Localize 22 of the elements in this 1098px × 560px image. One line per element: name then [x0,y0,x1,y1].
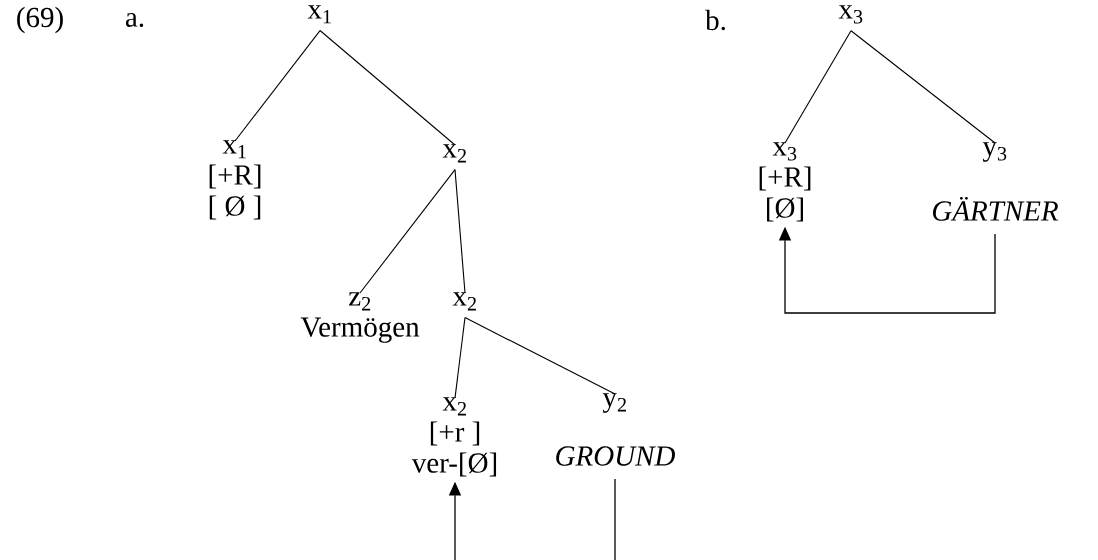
example-label: a. [125,13,144,27]
tree-branch [850,30,996,144]
tree-branch [784,30,852,144]
tree-node-label: x$_{2}$ [452,292,476,311]
tree-branch [234,30,321,142]
tree-node-label: z$_{2}$ Vermögen [300,292,420,343]
tree-node-label: x$_{1}$ [307,5,331,24]
tree-branch [454,317,466,399]
tree-branch [319,30,456,146]
example-label: b. [705,9,725,31]
example-label: (69) [17,6,63,34]
tree-node-label: x$_{2}$ [442,144,466,163]
tree-node-label: x$_{2}$ [+r ] ver-[Ø] [411,397,497,477]
tree-branch [359,169,456,294]
tree-node-label: x$_{3}$ [838,5,863,24]
tree-node-label: y$_{3}$ GÄRTNER [932,142,1059,221]
tree-node-label: x$_{3}$ [+R] [Ø] [759,142,811,222]
feature-arrow [448,478,616,560]
tree-node-label: x$_{1}$ [+R] [ Ø ] [209,140,261,220]
tree-branch [464,317,616,395]
tree-branch [454,169,466,294]
tree-node-label: y$_{2}$ GROUND [556,393,675,466]
